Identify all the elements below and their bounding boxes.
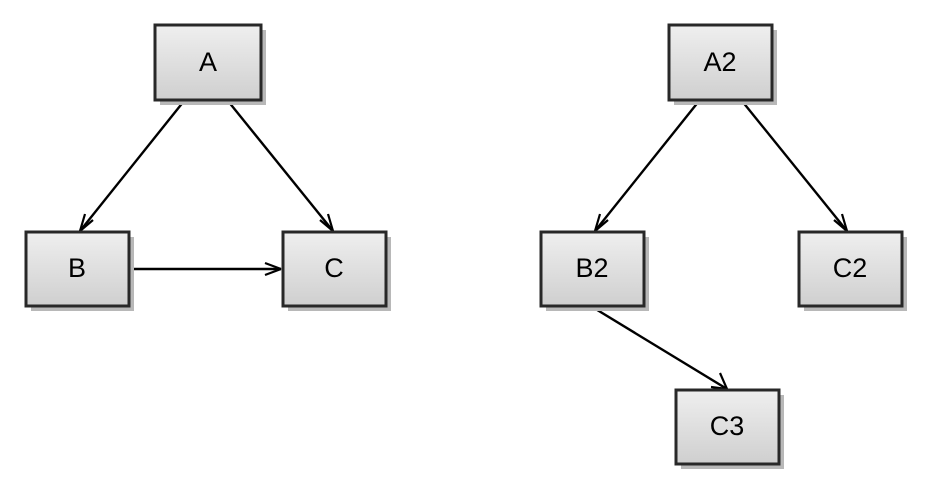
node-c2[interactable]: C2 (797, 230, 907, 311)
graph-left: A B C (24, 23, 391, 311)
node-c[interactable]: C (281, 230, 391, 311)
node-a2-label: A2 (703, 47, 736, 77)
node-c3[interactable]: C3 (674, 388, 784, 469)
edge-a-to-b[interactable] (78, 100, 185, 232)
graph-right: A2 B2 C2 C3 (539, 23, 907, 469)
node-b-label: B (68, 253, 86, 283)
node-b2-label: B2 (575, 253, 608, 283)
edge-a2-to-c2[interactable] (741, 100, 849, 232)
edge-a-to-c[interactable] (227, 100, 335, 232)
node-a2[interactable]: A2 (667, 23, 777, 105)
edge-b2-to-c3[interactable] (593, 306, 729, 391)
node-c-label: C (324, 253, 344, 283)
node-b2[interactable]: B2 (539, 230, 649, 311)
edge-a2-to-b2[interactable] (593, 100, 700, 232)
edge-b-to-c[interactable] (130, 261, 282, 277)
node-a-label: A (199, 47, 217, 77)
node-c2-label: C2 (833, 253, 868, 283)
node-c3-label: C3 (710, 411, 745, 441)
node-a[interactable]: A (153, 23, 266, 105)
node-b[interactable]: B (24, 230, 134, 311)
